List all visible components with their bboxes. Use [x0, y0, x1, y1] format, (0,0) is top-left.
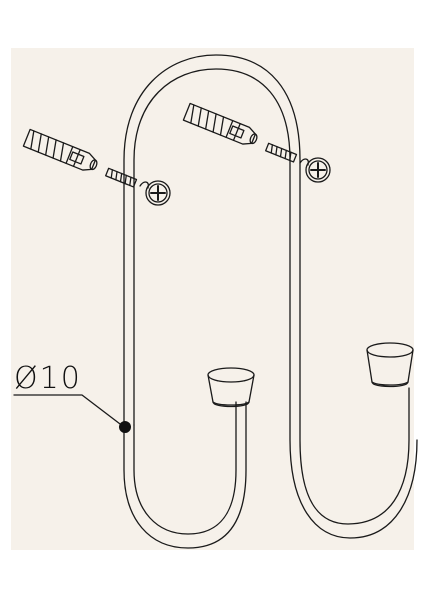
hook-tube-outer-left [123, 54, 410, 525]
dimension-leader-line [13, 394, 125, 428]
diagram-background [11, 48, 414, 550]
dimension-leader-dot [119, 421, 131, 433]
screw-shank-right [265, 142, 298, 163]
wall-plug-left [22, 128, 98, 171]
dimension-label: Ø10 [14, 361, 82, 396]
screw-shank-left [105, 167, 138, 188]
end-cap-right [366, 342, 414, 388]
screw-head-right [299, 157, 331, 183]
wall-plug-right [182, 102, 258, 145]
screw-head-left [139, 180, 171, 206]
end-cap-left [207, 367, 255, 408]
hook-arm-left-outer [123, 401, 247, 549]
hook-arm-left-inner [133, 401, 237, 535]
